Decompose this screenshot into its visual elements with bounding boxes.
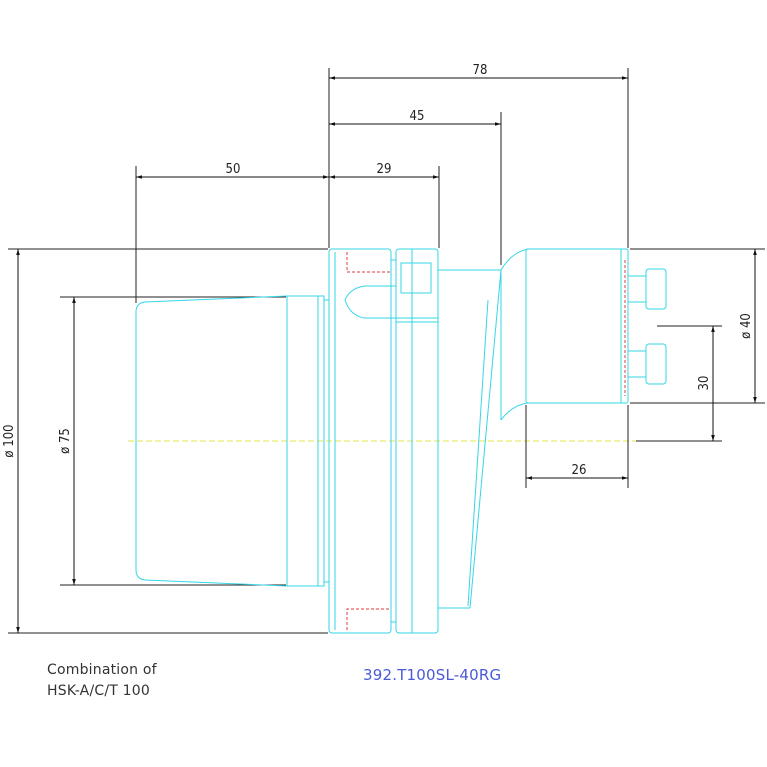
combination-line-1: Combination of (47, 662, 157, 678)
dim-40-label: ø 40 (739, 313, 754, 339)
clamp-screw-lower (645, 343, 667, 385)
dim-100-label: ø 100 (2, 424, 17, 457)
combination-line-2: HSK-A/C/T 100 (47, 683, 150, 699)
dim-30-label: 30 (697, 376, 712, 391)
dim-29-label: 29 (377, 162, 392, 177)
extension-lines (8, 68, 765, 634)
dimension-lines (16, 76, 757, 633)
dim-45-label: 45 (410, 109, 425, 124)
combination-note: Combination of HSK-A/C/T 100 (47, 660, 157, 702)
dim-50-label: 50 (226, 162, 241, 177)
dim-75-label: ø 75 (58, 428, 73, 454)
dim-78-label: 78 (473, 63, 488, 78)
dim-26-label: 26 (572, 463, 587, 478)
hidden-lines (346, 252, 626, 630)
part-number: 392.T100SL-40RG (363, 666, 502, 684)
clamp-screw-upper (645, 268, 667, 310)
part-outline (135, 248, 667, 634)
